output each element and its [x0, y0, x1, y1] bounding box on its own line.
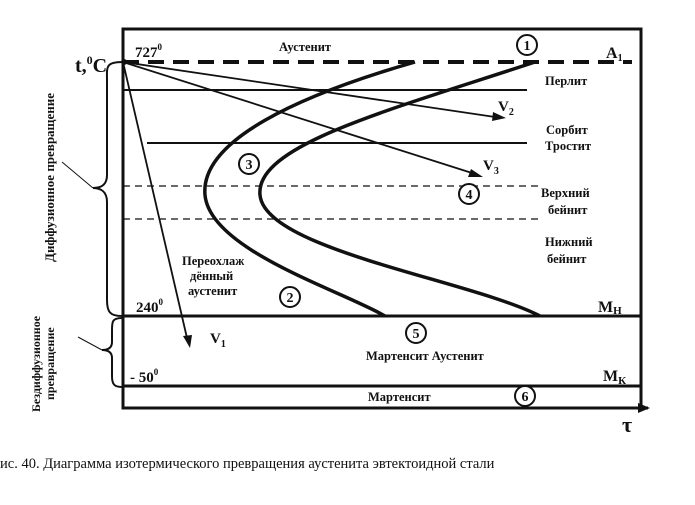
diffusionless-transformation-label-2: превращение: [43, 327, 57, 400]
mn-label: MН: [598, 299, 622, 317]
x-axis-label: τ: [622, 412, 632, 437]
y-axis-label: t,0C: [75, 53, 107, 77]
region-supercooled-1: Переохлаж: [182, 254, 245, 268]
marker-4-label: 4: [466, 188, 473, 203]
arrowhead-icon: [183, 335, 192, 348]
diffusionless-brace: [101, 317, 123, 388]
marker-5: 5: [405, 322, 427, 344]
marker-6-label: 6: [522, 390, 529, 405]
region-upper-bainite-1: Верхний: [541, 186, 590, 200]
figure-caption: ис. 40. Диаграмма изотермического превра…: [0, 456, 495, 472]
region-upper-bainite-2: бейнит: [548, 203, 587, 217]
diffusion-pointer: [61, 161, 94, 189]
diffusion-transformation-label: Диффузионное превращение: [42, 93, 57, 262]
marker-1-label: 1: [524, 39, 531, 54]
cooling-v2-line: [122, 61, 496, 118]
region-lower-bainite-1: Нижний: [545, 235, 593, 249]
region-supercooled-2: дённый: [190, 269, 233, 283]
region-martensite-austenite: Мартенсит Аустенит: [366, 349, 484, 363]
diffusionless-pointer: [77, 336, 103, 351]
marker-2: 2: [279, 286, 301, 308]
label-v2: V2: [498, 99, 514, 118]
region-troostite: Тростит: [545, 139, 591, 153]
region-martensite: Мартенсит: [368, 390, 431, 404]
arrowhead-icon: [468, 169, 483, 177]
cooling-v3-line: [122, 61, 473, 174]
region-pearlite: Перлит: [545, 74, 587, 88]
arrowhead-icon: [492, 112, 506, 121]
marker-3-label: 3: [246, 158, 253, 173]
marker-5-label: 5: [413, 327, 420, 342]
region-lower-bainite-2: бейнит: [547, 252, 586, 266]
temp-727: 7270: [135, 42, 163, 61]
label-v3: V3: [483, 158, 499, 177]
marker-6: 6: [514, 385, 536, 407]
region-austenite: Аустенит: [279, 40, 331, 54]
mk-label: MК: [603, 368, 626, 387]
temp-240: 2400: [136, 297, 164, 316]
diffusion-brace: [92, 61, 123, 317]
region-supercooled-3: аустенит: [188, 284, 237, 298]
cooling-v1-line: [122, 61, 188, 339]
marker-2-label: 2: [287, 291, 294, 306]
diffusionless-transformation-label-1: Бездиффузионное: [29, 315, 43, 412]
marker-3: 3: [238, 153, 260, 175]
origin-point: [121, 59, 127, 65]
temp-minus-50: - 500: [130, 367, 159, 386]
transformation-start-curve: [203, 60, 416, 318]
region-sorbite: Сорбит: [546, 123, 588, 137]
marker-1: 1: [516, 34, 538, 56]
label-v1: V1: [210, 331, 226, 350]
marker-4: 4: [458, 183, 480, 205]
time-axis-arrow-icon: [638, 403, 650, 413]
a1-label: A1: [606, 45, 623, 64]
